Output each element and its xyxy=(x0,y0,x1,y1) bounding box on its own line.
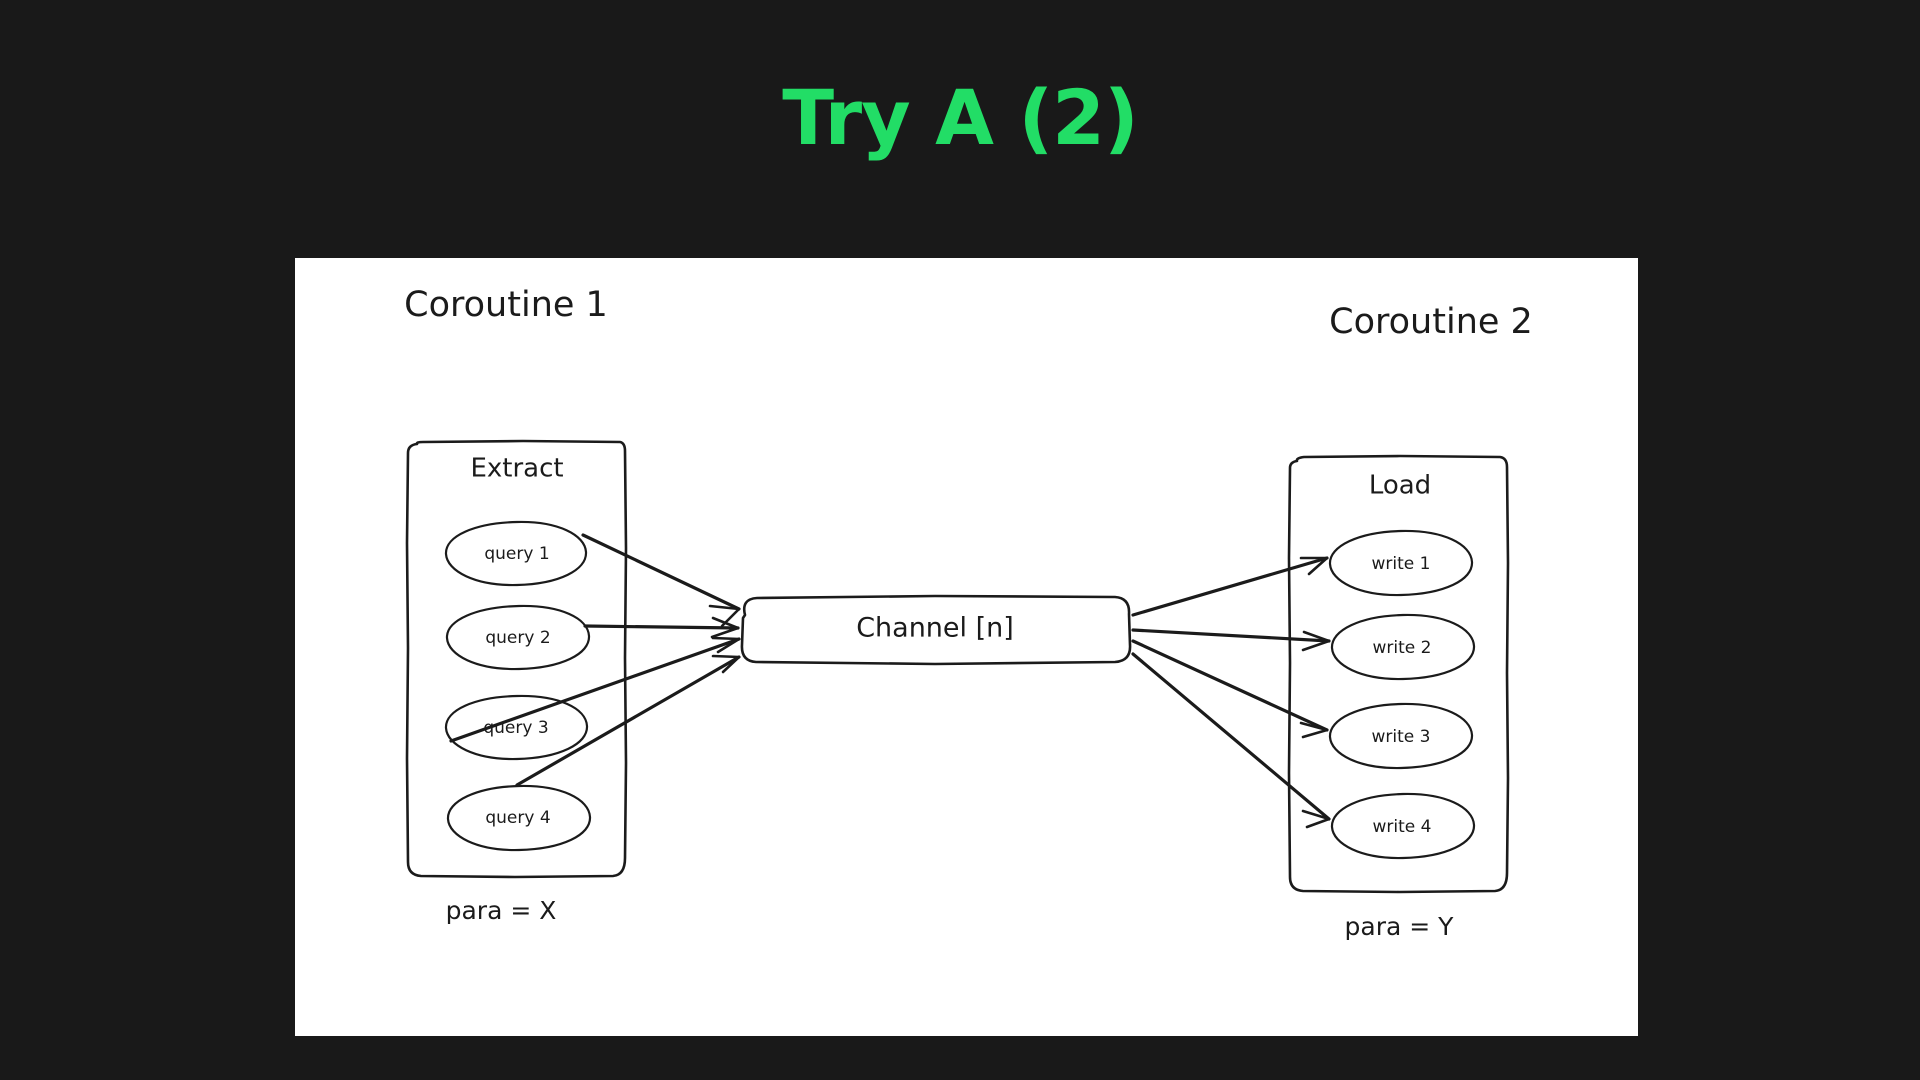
node-query-3[interactable]: query 3 xyxy=(444,694,589,761)
load-group-label: Load xyxy=(1369,471,1431,501)
coroutine-2-label: Coroutine 2 xyxy=(1329,302,1533,342)
node-ellipse xyxy=(1330,613,1476,681)
extract-group-label: Extract xyxy=(470,454,563,484)
coroutine-1-label: Coroutine 1 xyxy=(404,285,608,325)
node-ellipse xyxy=(444,520,588,587)
para-y-label: para = Y xyxy=(1345,912,1455,941)
arrow-query-3-to-channel xyxy=(449,636,741,743)
node-label: write 3 xyxy=(1372,727,1431,747)
node-label: query 1 xyxy=(484,544,549,564)
node-query-1[interactable]: query 1 xyxy=(444,520,588,587)
page-title: Try A (2) xyxy=(782,73,1139,162)
arrow-query-2-to-channel xyxy=(583,616,740,639)
node-label: query 4 xyxy=(485,808,550,828)
channel-label: Channel [n] xyxy=(856,613,1014,644)
diagram-whiteboard: Coroutine 1 Extract query 1 query 2 quer… xyxy=(295,258,1638,1036)
node-ellipse xyxy=(1328,702,1474,770)
node-label: query 3 xyxy=(483,718,548,738)
node-write-4[interactable]: write 4 xyxy=(1330,792,1476,860)
arrow-channel-to-write-1 xyxy=(1131,556,1329,617)
channel-box xyxy=(740,594,1132,666)
arrow-query-4-to-channel xyxy=(515,654,741,787)
channel-node[interactable]: Channel [n] xyxy=(740,594,1132,666)
node-ellipse xyxy=(446,784,592,852)
node-query-2[interactable]: query 2 xyxy=(445,604,591,671)
node-label: query 2 xyxy=(485,628,550,648)
node-query-4[interactable]: query 4 xyxy=(446,784,592,852)
node-label: write 2 xyxy=(1373,638,1432,658)
node-write-3[interactable]: write 3 xyxy=(1328,702,1474,770)
para-x-label: para = X xyxy=(446,896,557,925)
node-ellipse xyxy=(444,694,589,761)
node-write-1[interactable]: write 1 xyxy=(1328,529,1474,597)
node-ellipse xyxy=(1330,792,1476,860)
arrow-channel-to-write-3 xyxy=(1131,639,1329,739)
node-write-2[interactable]: write 2 xyxy=(1330,613,1476,681)
node-label: write 4 xyxy=(1373,817,1432,837)
arrow-channel-to-write-4 xyxy=(1131,652,1331,829)
diagram-svg: Coroutine 1 Extract query 1 query 2 quer… xyxy=(404,285,1533,941)
node-label: write 1 xyxy=(1372,554,1431,574)
node-ellipse xyxy=(1328,529,1474,597)
node-ellipse xyxy=(445,604,591,671)
arrow-channel-to-write-2 xyxy=(1131,628,1331,652)
